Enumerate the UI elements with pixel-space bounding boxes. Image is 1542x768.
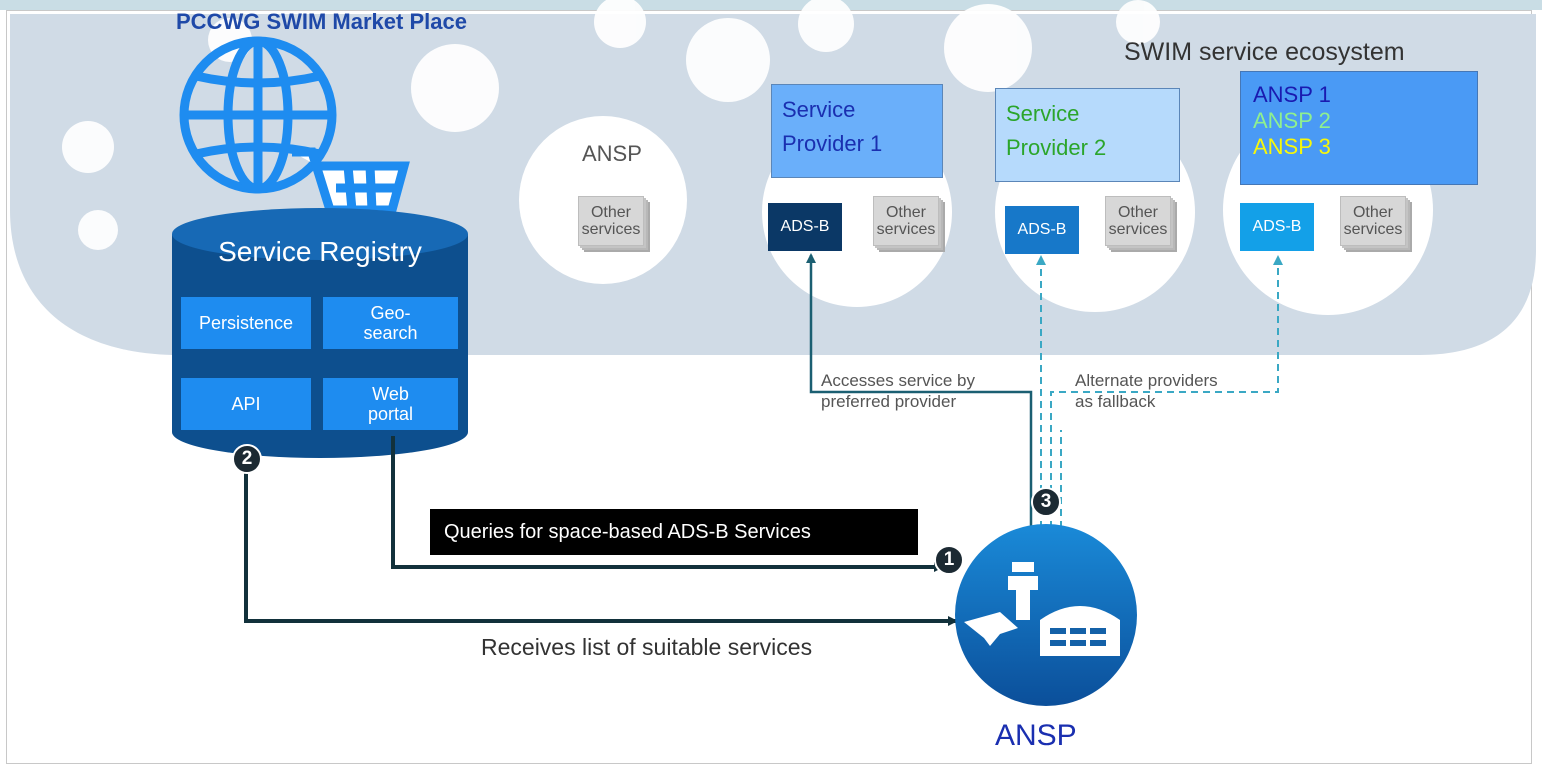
registry-geo-search: Geo- search: [323, 297, 458, 349]
provider-2-box: Service Provider 2: [995, 88, 1180, 182]
other-services-label-4: Other services: [1343, 204, 1403, 238]
access-flow: [806, 253, 1033, 528]
legend-ansp-3: ANSP 3: [1253, 134, 1331, 159]
step-badge-3: 3: [1031, 487, 1061, 517]
top-band: [0, 0, 1542, 10]
registry-web-portal: Web portal: [323, 378, 458, 430]
ansp-bottom-label: ANSP: [995, 719, 1077, 752]
provider-1-box: Service Provider 1: [771, 84, 943, 178]
alternate-flow: [1036, 255, 1283, 528]
legend-ansp-1: ANSP 1: [1253, 82, 1331, 107]
alternate-flow-label: Alternate providers as fallback: [1075, 371, 1218, 411]
step-badge-2: 2: [232, 444, 262, 474]
registry-geo-search-label: Geo- search: [363, 303, 418, 343]
ecosystem-ansp-label: ANSP: [582, 141, 642, 166]
adsb-provider-2: ADS-B: [1005, 206, 1079, 254]
other-services-stack-2: Other services: [873, 196, 943, 250]
adsb-provider-3: ADS-B: [1240, 203, 1314, 251]
other-services-stack-3: Other services: [1105, 196, 1175, 250]
query-flow-label: Queries for space-based ADS-B Services: [430, 509, 918, 555]
receive-flow: [244, 470, 958, 626]
ansp-legend-box: ANSP 1 ANSP 2 ANSP 3: [1240, 71, 1478, 185]
airport-icon: [955, 524, 1137, 706]
access-flow-label: Accesses service by preferred provider: [821, 371, 975, 411]
receive-flow-label: Receives list of suitable services: [481, 634, 813, 660]
other-services-label-2: Other services: [876, 204, 936, 238]
registry-web-portal-label: Web portal: [367, 384, 414, 424]
registry-persistence-label: Persistence: [198, 313, 294, 333]
marketplace-title: PCCWG SWIM Market Place: [176, 9, 467, 34]
adsb-provider-1: ADS-B: [768, 203, 842, 251]
query-flow: [391, 436, 944, 572]
registry-api-label: API: [231, 394, 261, 414]
other-services-stack-4: Other services: [1340, 196, 1410, 250]
ecosystem-title: SWIM service ecosystem: [1124, 38, 1405, 66]
registry-persistence: Persistence: [181, 297, 311, 349]
legend-ansp-2: ANSP 2: [1253, 108, 1331, 133]
registry-api: API: [181, 378, 311, 430]
other-services-stack-1: Other services: [578, 196, 648, 250]
registry-title: Service Registry: [218, 236, 422, 267]
other-services-label-1: Other services: [581, 204, 641, 238]
other-services-label-3: Other services: [1108, 204, 1168, 238]
step-badge-1: 1: [934, 545, 964, 575]
